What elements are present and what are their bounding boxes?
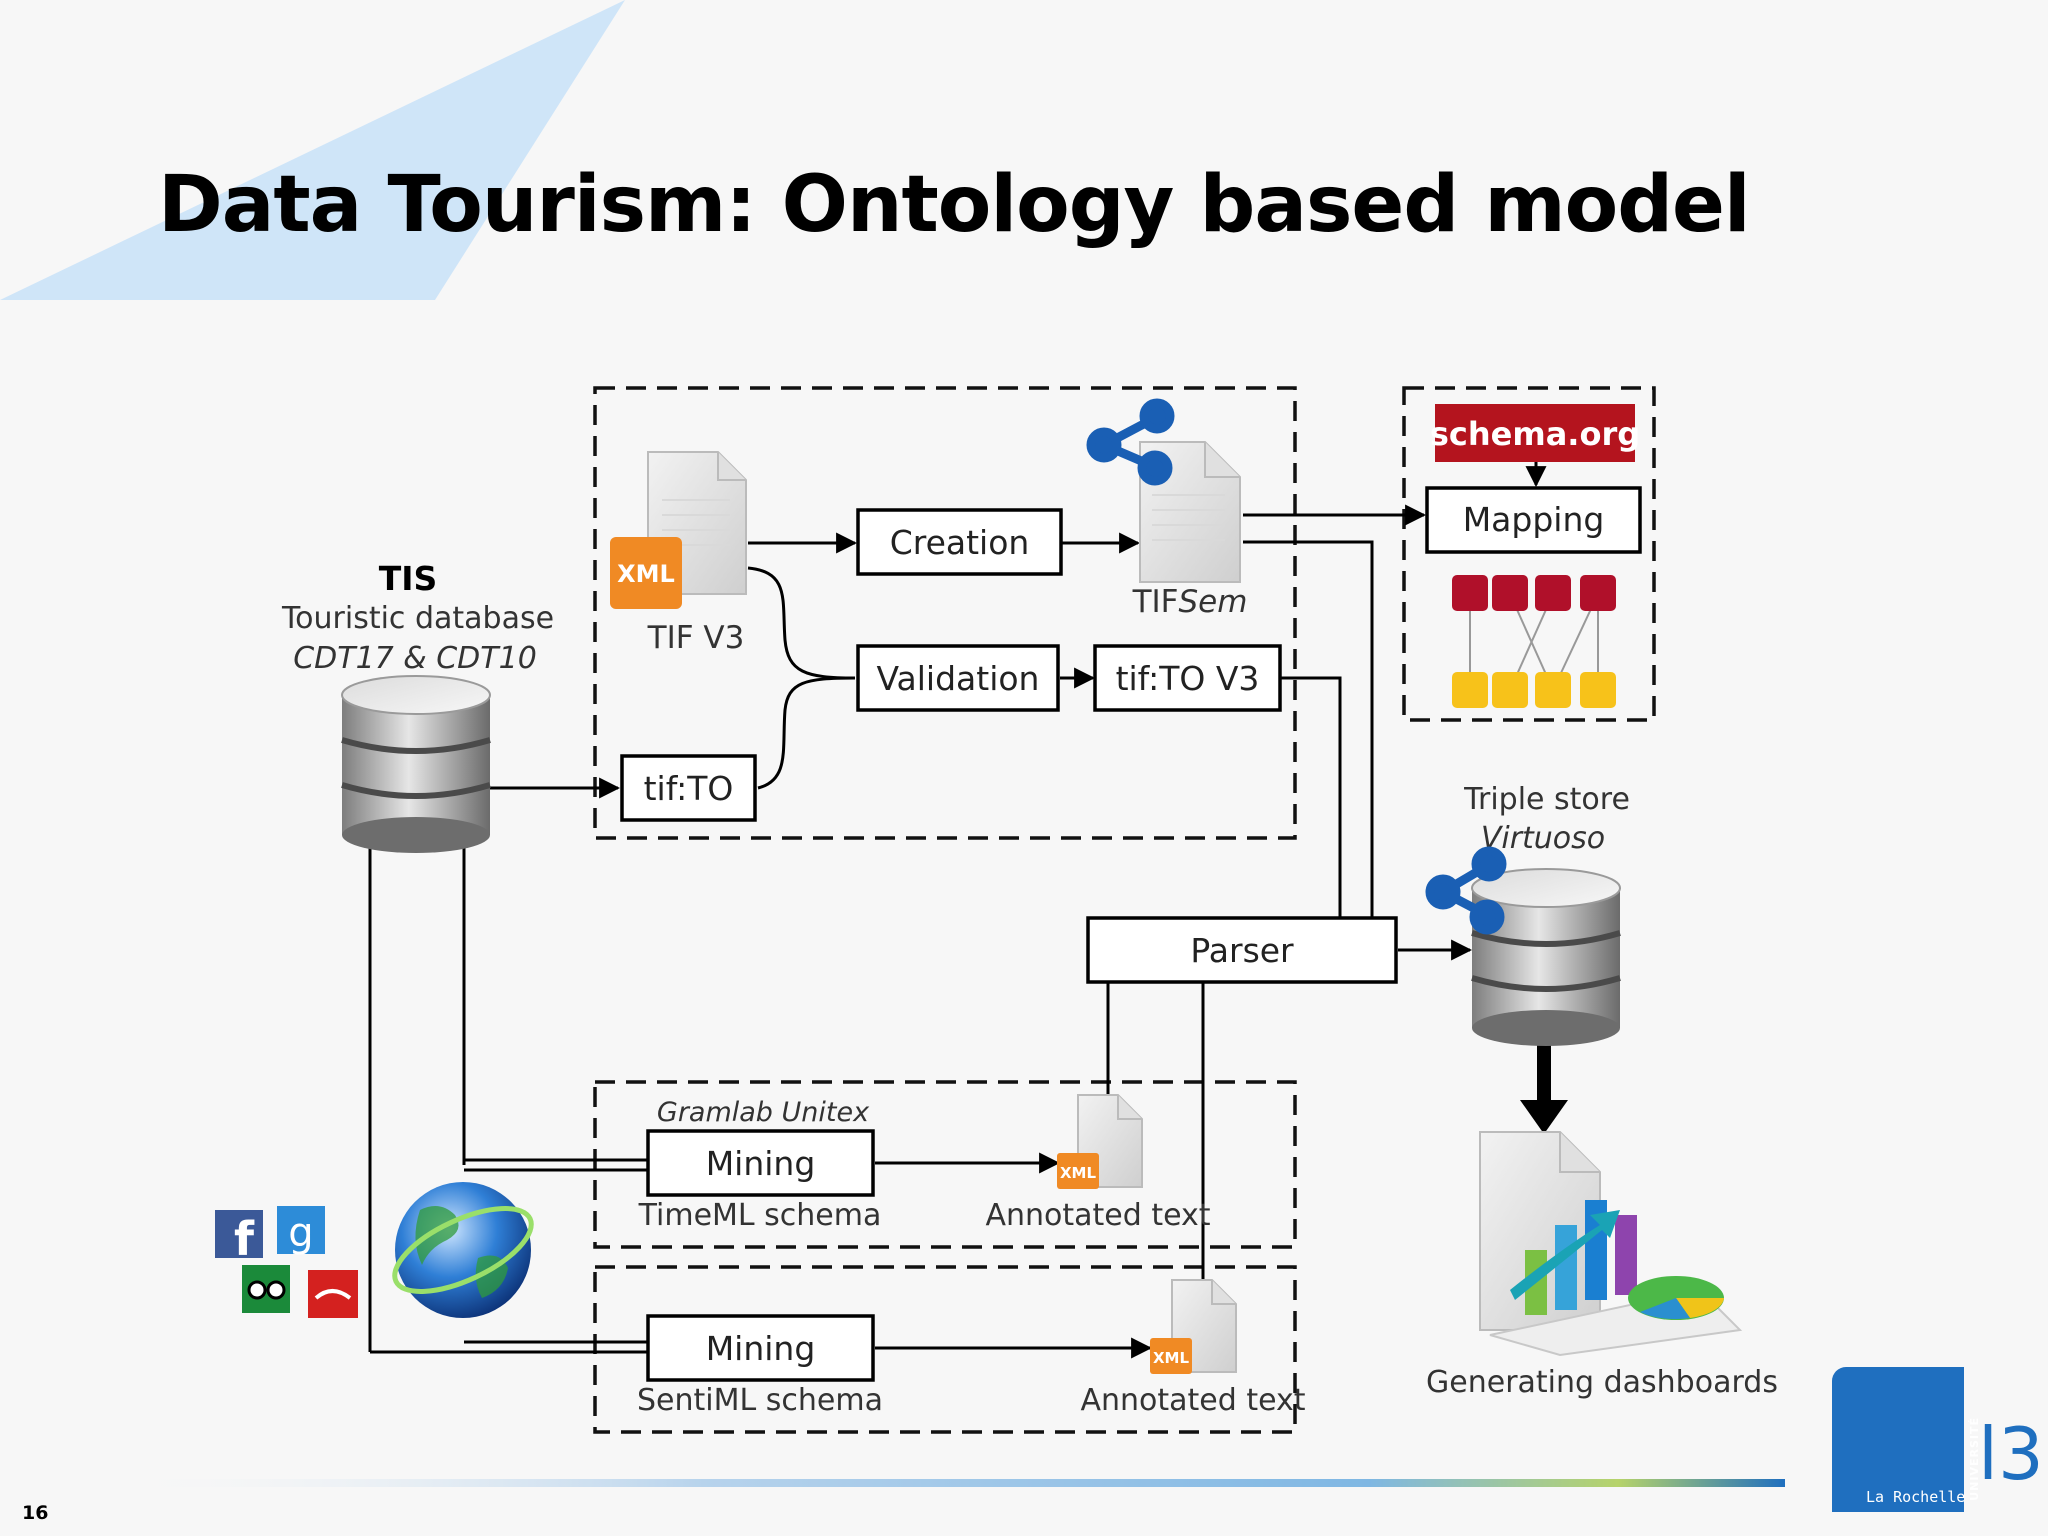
- sentiml-group: [593, 1265, 1297, 1434]
- tripadvisor-icon: [242, 1265, 290, 1313]
- creation-label: Creation: [890, 523, 1030, 562]
- svg-text:f: f: [234, 1212, 255, 1266]
- tif-processing-group: [593, 386, 1297, 840]
- accent-triangle: [0, 0, 625, 300]
- validation-label: Validation: [877, 659, 1040, 698]
- tis-title: TIS: [379, 559, 438, 598]
- mapping-group: [1402, 386, 1656, 722]
- globe-icon: [392, 1182, 534, 1318]
- tif-to-v3-label: tif:TO V3: [1116, 659, 1260, 698]
- mining-box-2: Mining: [646, 1314, 875, 1382]
- logo-l3i-text: l3i: [1978, 1412, 2048, 1496]
- schema-org-label: schema.org: [1430, 415, 1640, 453]
- tifsem-label: TIFSem: [1132, 584, 1248, 620]
- tif-to-label: tif:TO: [644, 769, 734, 808]
- generating-dashboards-label: Generating dashboards: [1426, 1365, 1778, 1400]
- xml-badge-label: XML: [617, 560, 675, 588]
- dashboard-illustration-icon: [1479, 1131, 1743, 1357]
- l3i-logo: UNIVERSITÉ La Rochelle: [1832, 1367, 1981, 1512]
- tif-v3-label: TIF V3: [647, 620, 745, 656]
- footer-bar: [120, 1479, 1785, 1487]
- svg-text:g: g: [288, 1210, 313, 1256]
- mapping-graph-icon: [1452, 575, 1616, 708]
- virtuoso-label: Virtuoso: [1481, 821, 1605, 856]
- triple-store-database-icon: [1471, 868, 1621, 1046]
- schema-org-logo: schema.org: [1430, 404, 1640, 462]
- page-number: 16: [22, 1502, 49, 1524]
- share-icon-tifsem: [1086, 398, 1175, 486]
- mining-label-2: Mining: [706, 1329, 816, 1368]
- tis-database-icon: [341, 675, 491, 853]
- tis-sources: CDT17 & CDT10: [293, 641, 537, 676]
- xml-badge-label-1: XML: [1060, 1164, 1096, 1182]
- mining-box-1: Mining: [646, 1129, 875, 1197]
- xml-badge-label-2: XML: [1153, 1349, 1189, 1367]
- mapping-box: Mapping: [1425, 486, 1642, 554]
- timeml-label: TimeML schema: [638, 1198, 882, 1233]
- mapping-label: Mapping: [1463, 500, 1605, 539]
- gramlab-label: Gramlab Unitex: [657, 1097, 870, 1128]
- tif-to-v3-box: tif:TO V3: [1093, 644, 1282, 712]
- sentiml-label: SentiML schema: [637, 1383, 883, 1418]
- annotated-text-label-1: Annotated text: [985, 1198, 1210, 1233]
- tifsem-suffix: Sem: [1178, 584, 1247, 620]
- mining-label-1: Mining: [706, 1144, 816, 1183]
- down-arrow-icon: [1520, 1100, 1568, 1134]
- parser-label: Parser: [1190, 931, 1294, 970]
- logo-la-rochelle: La Rochelle: [1866, 1488, 1966, 1506]
- annotated-text-document-icon-1: XML: [1057, 1094, 1143, 1189]
- parser-box: Parser: [1086, 916, 1398, 984]
- annotated-text-label-2: Annotated text: [1080, 1383, 1305, 1418]
- tis-subtitle: Touristic database: [281, 601, 554, 636]
- creation-box: Creation: [856, 508, 1063, 576]
- timeml-group: [593, 1080, 1297, 1249]
- annotated-text-document-icon-2: XML: [1150, 1279, 1237, 1374]
- triple-store-label: Triple store: [1463, 782, 1630, 817]
- tif-to-box: tif:TO: [620, 754, 757, 822]
- yelp-icon: [308, 1270, 358, 1318]
- xml-badge-icon: [610, 537, 682, 609]
- share-icon-triple-store: [1425, 846, 1507, 935]
- tif-v3-document-icon: XML: [610, 451, 747, 609]
- tifsem-prefix: TIF: [1132, 584, 1179, 620]
- facebook-icon: f: [215, 1210, 263, 1266]
- slide-title: Data Tourism: Ontology based model: [158, 160, 1751, 250]
- validation-box: Validation: [856, 644, 1060, 712]
- google-icon: g: [277, 1206, 325, 1256]
